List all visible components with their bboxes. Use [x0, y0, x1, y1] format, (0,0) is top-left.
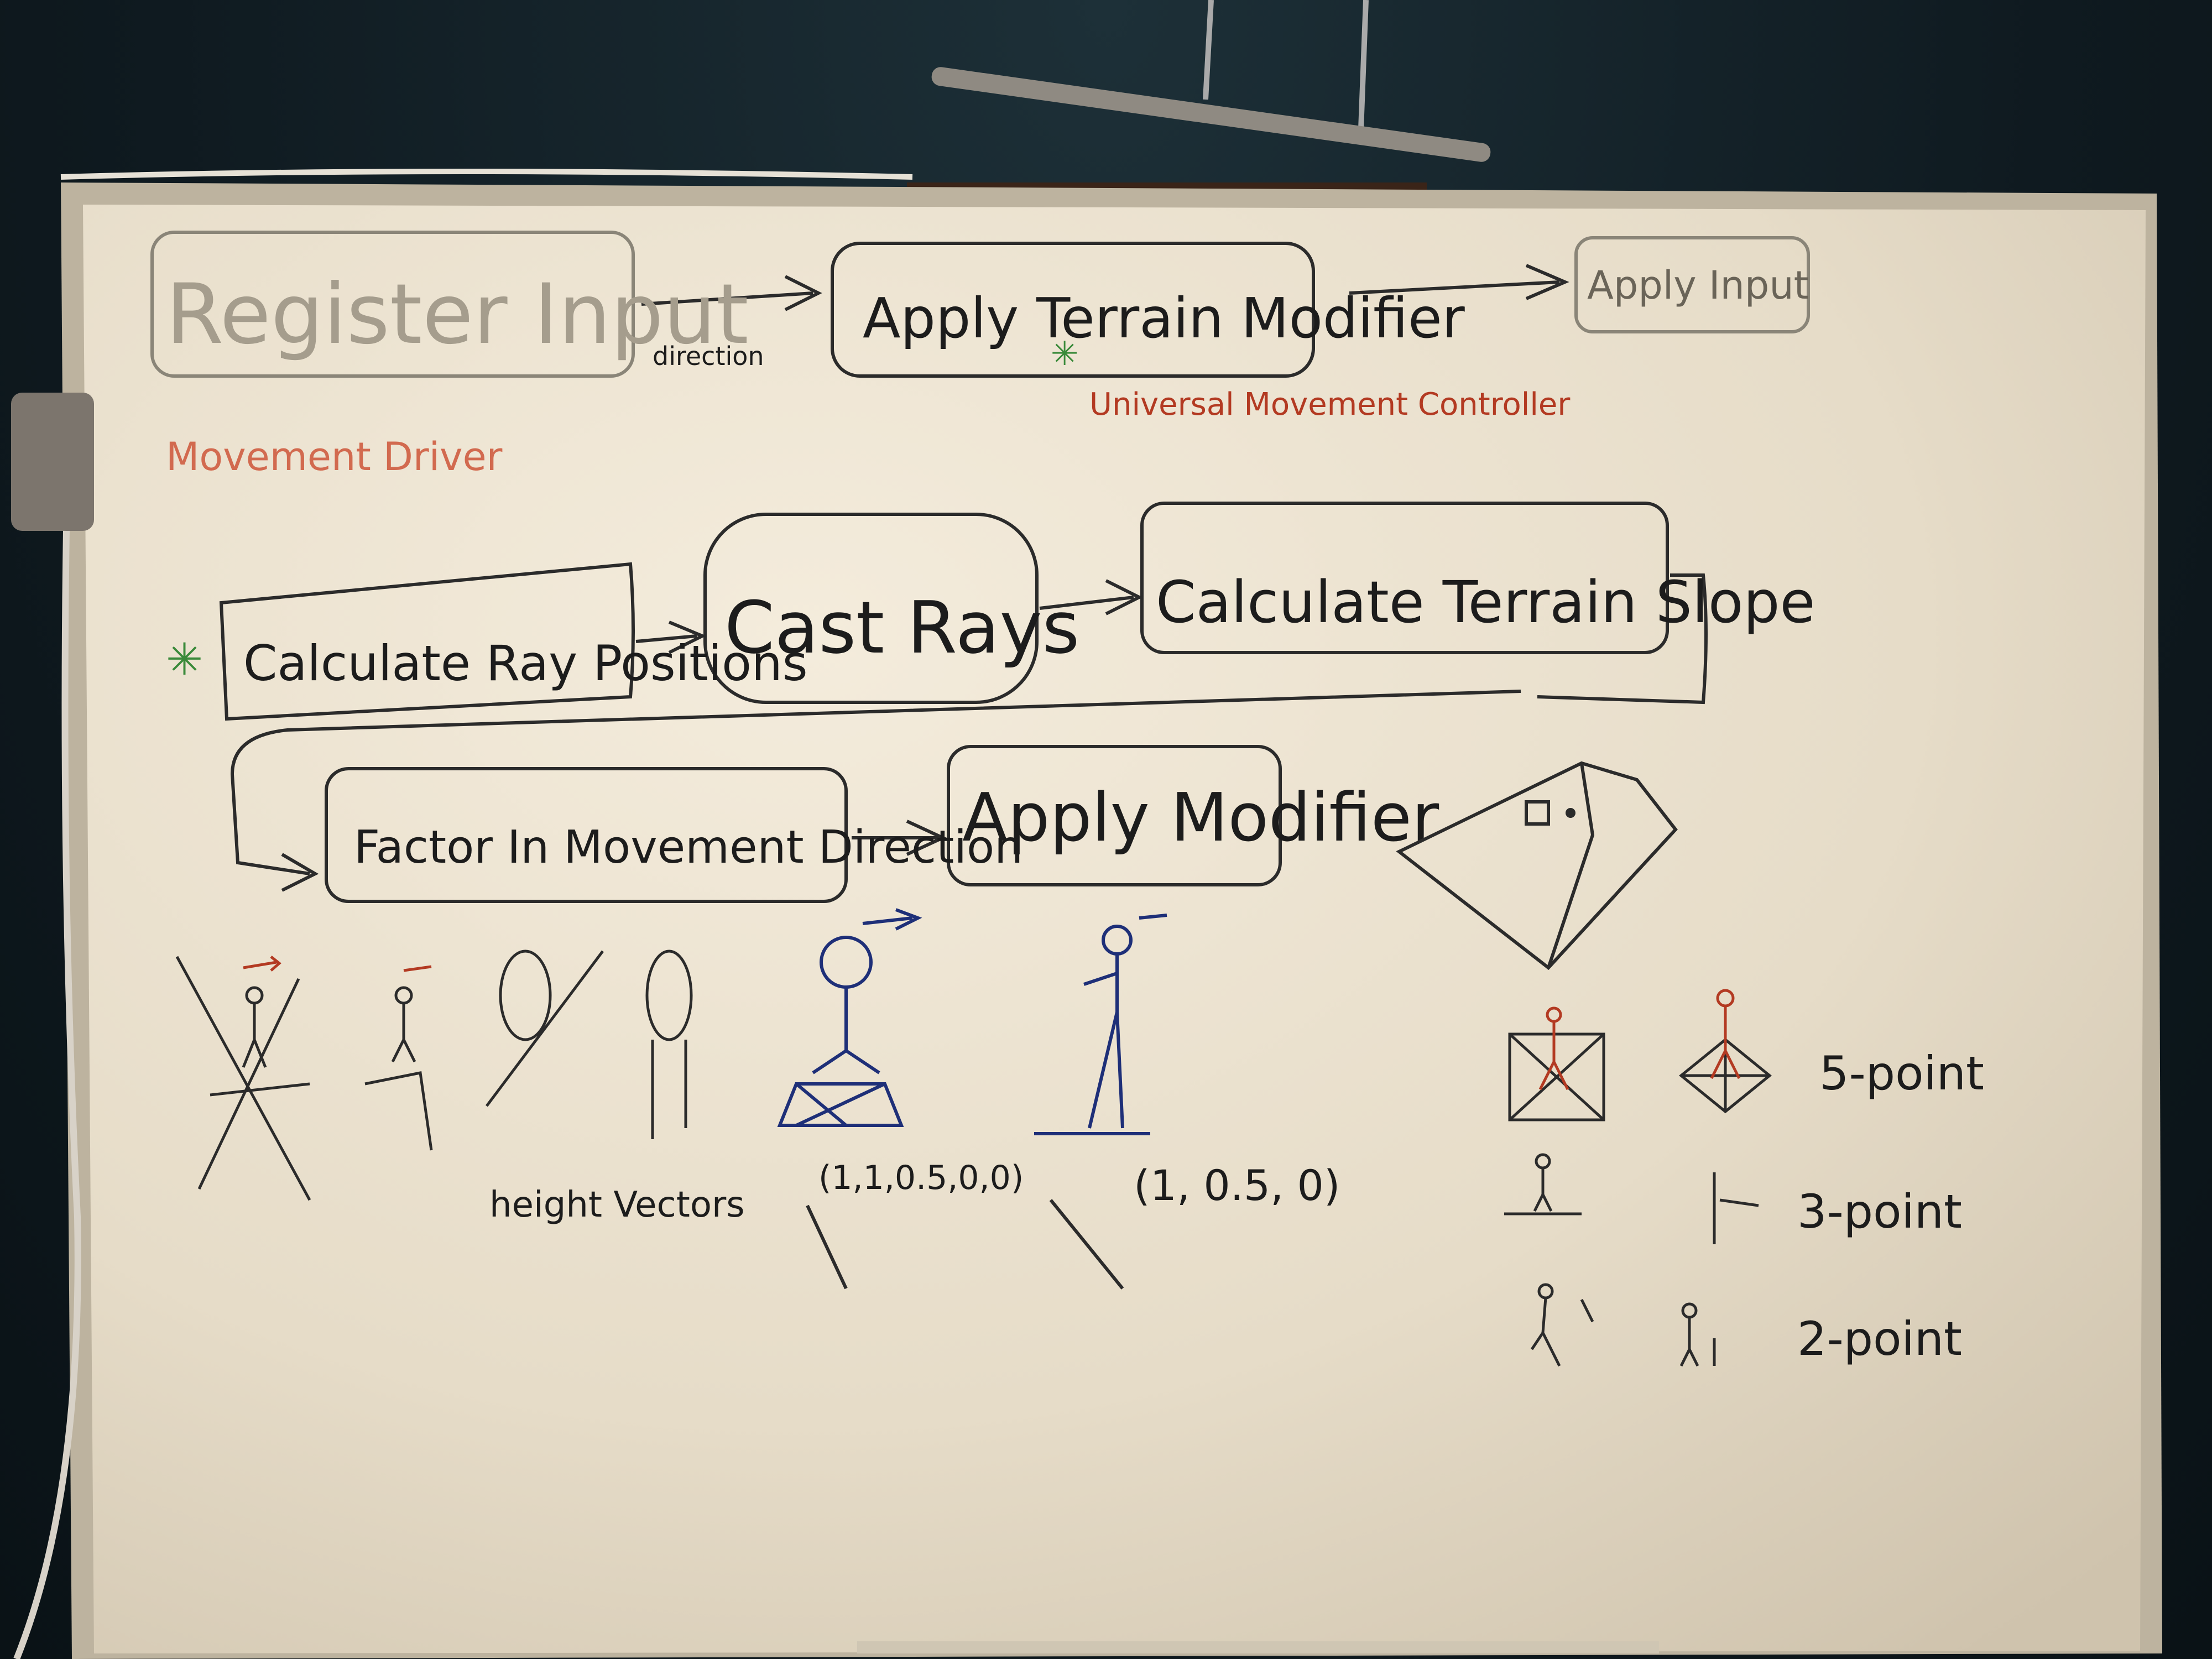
power-cable: [11, 169, 913, 1659]
direction-label: direction: [653, 341, 764, 371]
calculate-terrain-slope-label: Calculate Terrain Slope: [1156, 568, 1815, 636]
red-figures: [1538, 989, 1741, 1091]
contact-point-sketches: [1504, 1032, 1772, 1367]
five-point-label: 5-point: [1819, 1046, 1984, 1100]
green-star-icon: ✳: [1051, 335, 1078, 372]
blue-figures: [777, 908, 1167, 1290]
green-star-icon-2: ✳: [166, 635, 203, 684]
vector-b-label: (1, 0.5, 0): [1134, 1161, 1340, 1210]
height-vectors-label: height Vectors: [489, 1185, 745, 1225]
lamp: [907, 0, 1491, 210]
movement-driver-label: Movement Driver: [166, 434, 503, 479]
flow-row-3: [325, 745, 1282, 903]
factor-in-direction-label: Factor In Movement Direction: [354, 821, 1023, 874]
slope-sketches: [175, 950, 693, 1201]
two-point-label: 2-point: [1797, 1312, 1962, 1366]
flow-row-1: [150, 231, 1810, 378]
calculate-ray-positions-label: Calculate Ray Positions: [243, 635, 808, 692]
terrain-sketch: [1396, 761, 1678, 971]
apply-terrain-modifier-label: Apply Terrain Modifier: [863, 286, 1465, 351]
cast-rays-label: Cast Rays: [724, 586, 1079, 670]
universal-controller-label: Universal Movement Controller: [1089, 387, 1571, 422]
flow-row-2: [219, 502, 1708, 892]
apply-modifier-label: Apply Modifier: [962, 780, 1439, 857]
register-input-label: Register Input: [166, 267, 749, 363]
vector-a-label: (1,1,0.5,0,0): [818, 1159, 1024, 1197]
apply-input-label: Apply Input: [1587, 263, 1809, 308]
three-point-label: 3-point: [1797, 1185, 1962, 1239]
